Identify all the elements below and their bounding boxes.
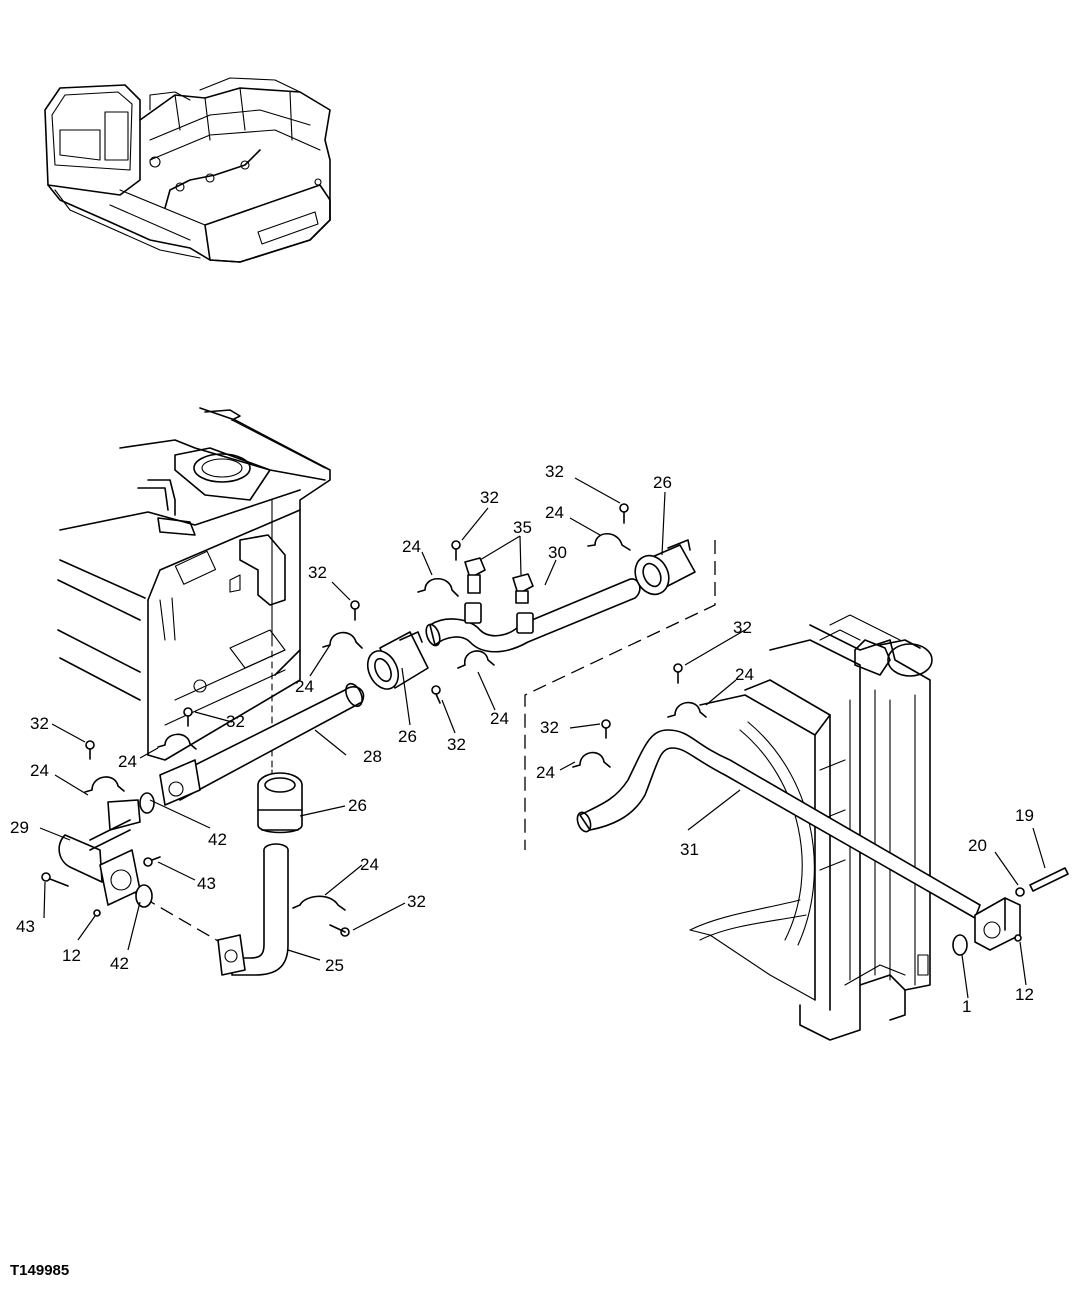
callout-35: 35 xyxy=(513,518,532,537)
pipe-29 xyxy=(58,799,141,906)
callout-32: 32 xyxy=(733,618,752,637)
callout-12: 12 xyxy=(62,946,81,965)
bolt-group xyxy=(41,503,683,937)
callout-32: 32 xyxy=(545,462,564,481)
callout-24: 24 xyxy=(735,665,754,684)
callout-26: 26 xyxy=(653,473,672,492)
callout-32: 32 xyxy=(30,714,49,733)
hose-26-right-upper xyxy=(634,539,696,596)
callout-24: 24 xyxy=(536,763,555,782)
callout-24: 24 xyxy=(402,537,421,556)
plugs-35 xyxy=(464,557,534,604)
callout-24: 24 xyxy=(490,709,509,728)
hose-26-left-upper xyxy=(366,631,429,690)
callout-1: 1 xyxy=(962,997,971,1016)
callout-43: 43 xyxy=(197,874,216,893)
clamp-24-group xyxy=(84,532,707,911)
callout-32: 32 xyxy=(407,892,426,911)
callout-24: 24 xyxy=(545,503,564,522)
pipe-25 xyxy=(217,843,289,976)
pipe-28 xyxy=(159,682,365,806)
callout-24: 24 xyxy=(295,677,314,696)
machine-locator-illustration xyxy=(44,77,331,263)
callout-19: 19 xyxy=(1015,806,1034,825)
callout-29: 29 xyxy=(10,818,29,837)
callout-25: 25 xyxy=(325,956,344,975)
pipe-30 xyxy=(425,578,641,653)
callout-42: 42 xyxy=(110,954,129,973)
callout-24: 24 xyxy=(360,855,379,874)
callout-42: 42 xyxy=(208,830,227,849)
callout-20: 20 xyxy=(968,836,987,855)
callout-32: 32 xyxy=(540,718,559,737)
callout-24: 24 xyxy=(30,761,49,780)
callout-32: 32 xyxy=(480,488,499,507)
hydraulic-tank xyxy=(57,407,331,791)
callout-26: 26 xyxy=(348,796,367,815)
callout-labels: 32 32 24 26 35 24 30 32 24 26 32 24 28 3… xyxy=(10,462,1034,1016)
callout-43: 43 xyxy=(16,917,35,936)
callout-32: 32 xyxy=(308,563,327,582)
callout-28: 28 xyxy=(363,747,382,766)
callout-30: 30 xyxy=(548,543,567,562)
callout-12: 12 xyxy=(1015,985,1034,1004)
callout-26: 26 xyxy=(398,727,417,746)
callout-32: 32 xyxy=(447,735,466,754)
figure-id: T149985 xyxy=(10,1262,69,1279)
leader-lines xyxy=(39,477,1046,999)
callout-31: 31 xyxy=(680,840,699,859)
pipe-31 xyxy=(576,729,981,919)
hose-26-lower xyxy=(257,772,303,834)
oil-cooler-assembly xyxy=(689,614,933,1041)
callout-24: 24 xyxy=(118,752,137,771)
callout-32: 32 xyxy=(226,712,245,731)
flange-right xyxy=(952,867,1069,956)
